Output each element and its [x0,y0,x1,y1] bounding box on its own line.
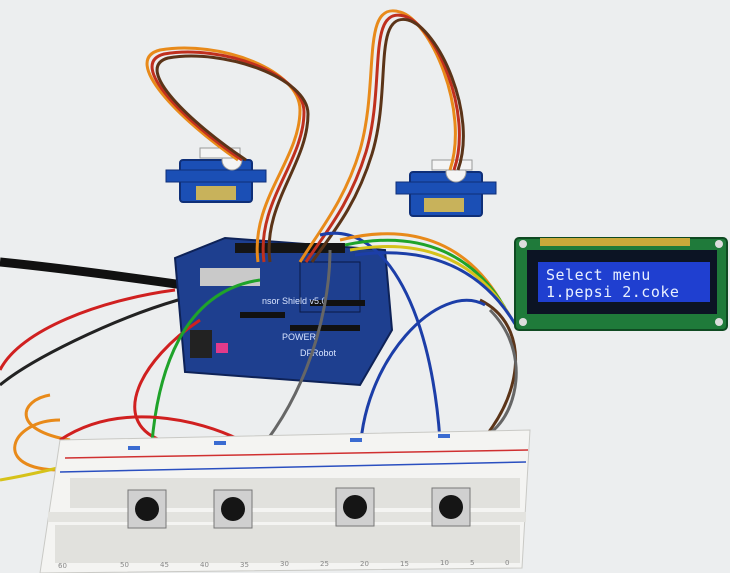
arduino-sensor-shield: nsor Shield v5.0 POWER DFRobot [173,236,394,387]
bb-number: 30 [280,560,289,568]
usb-cable [0,257,191,291]
bb-number: 35 [240,561,249,569]
shield-power-label: POWER [282,332,317,342]
push-button-2 [213,489,253,529]
lcd-screen [538,262,710,302]
jumper-wires [0,231,518,491]
shield-label: nsor Shield v5.0 [262,296,327,306]
bb-number: 40 [200,561,209,569]
bb-number: 45 [160,561,169,569]
lcd-module: Select menu 1.pepsi 2.coke [514,237,728,331]
bb-number: 60 [58,562,67,570]
usb-port [200,268,260,286]
led-indicator [216,343,228,353]
shield-dfrobot-label: DFRobot [300,348,337,358]
push-button-3 [335,487,375,527]
servo-motor-right [395,159,497,217]
servo-motor-left [165,147,267,203]
power-jack [190,330,212,358]
lcd-line-2: 1.pepsi 2.coke [546,283,679,301]
bb-number: 25 [320,560,329,568]
push-button-4 [431,487,471,527]
servo-cables [145,9,465,263]
bb-number: 10 [440,559,449,567]
bb-number: 15 [400,560,409,568]
breadboard-column-numbers: 60 50 45 40 35 30 25 20 15 10 5 0 [58,559,509,570]
bb-number: 50 [120,561,129,569]
push-button-1 [127,489,167,529]
lcd-line-1: Select menu [546,266,651,284]
resistors [128,434,450,450]
bb-number: 5 [470,559,474,567]
bb-number: 20 [360,560,369,568]
bb-number: 0 [505,559,509,567]
